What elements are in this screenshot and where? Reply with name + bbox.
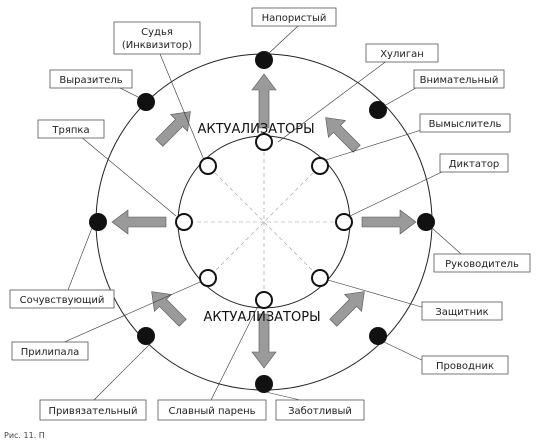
- inner-node-bottom-left: [199, 269, 217, 287]
- label-box: [421, 301, 503, 321]
- outer-node-top-right: [369, 101, 387, 119]
- label-box: [49, 69, 133, 89]
- label-box: [37, 119, 105, 139]
- label-text: Заботливый: [288, 406, 352, 417]
- label-text: Славный парень: [168, 406, 255, 417]
- label-text: Диктатор: [449, 159, 500, 170]
- inner-node-top: [255, 133, 273, 151]
- outer-node-bottom-left: [137, 327, 155, 345]
- label-provodnik: Проводник: [421, 355, 509, 375]
- label-sochuvstvuyushchy: Сочувствующий: [9, 289, 115, 309]
- outer-nodes: [89, 51, 435, 393]
- inner-nodes: [175, 133, 353, 309]
- label-zashchitnik: Защитник: [421, 301, 503, 321]
- inner-node-top-left: [199, 157, 217, 175]
- label-prilipala: Прилипала: [11, 341, 89, 361]
- label-text: Прилипала: [21, 347, 79, 358]
- label-box: [157, 399, 267, 421]
- dashed-axes: [190, 152, 338, 292]
- inner-node-bottom: [255, 291, 273, 309]
- arrow-right: [361, 209, 417, 235]
- inner-node-right: [335, 213, 353, 231]
- label-slavny-paren: Славный парень: [157, 399, 267, 421]
- label-vyrazitel: Выразитель: [49, 69, 133, 89]
- label-text: Привязательный: [49, 406, 138, 417]
- label-zabotlivy: Заботливый: [275, 399, 365, 421]
- label-box: [365, 43, 439, 63]
- figure-caption: Рис. 11. П: [4, 431, 45, 440]
- arrow-down: [251, 313, 277, 369]
- label-text: Вымыслитель: [429, 119, 502, 130]
- outer-node-left: [89, 213, 107, 231]
- label-napористый: Напористый: [251, 7, 337, 27]
- label-text: Сочувствующий: [20, 295, 105, 306]
- label-box: [275, 399, 365, 421]
- arrow-left: [111, 209, 167, 235]
- label-box: [11, 341, 89, 361]
- label-diktator: Диктатор: [439, 153, 509, 173]
- label-text: Напористый: [262, 13, 327, 24]
- outer-node-top-left: [137, 93, 155, 111]
- label-text: Внимательный: [420, 75, 499, 86]
- label-vymyslitel: Вымыслитель: [419, 113, 511, 133]
- label-text: Тряпка: [51, 125, 89, 136]
- label-box: [251, 7, 337, 27]
- arrow-up: [251, 73, 277, 129]
- outer-node-bottom-right: [369, 327, 387, 345]
- label-text: Проводник: [436, 361, 494, 372]
- label-text: Судья: [141, 27, 173, 38]
- label-box: [39, 399, 147, 421]
- arrow-up-left: [155, 111, 191, 147]
- inner-node-bottom-right: [311, 269, 329, 287]
- label-tryapka: Тряпка: [37, 119, 105, 139]
- label-box: [421, 355, 509, 375]
- inner-node-top-right: [311, 157, 329, 175]
- arrow-up-right: [325, 117, 361, 153]
- label-subtext: (Инквизитор): [122, 40, 192, 51]
- label-hulиган: Хулиган: [365, 43, 439, 63]
- label-box: [113, 21, 201, 55]
- arrow-down-right: [329, 291, 365, 327]
- label-box: [433, 253, 531, 273]
- label-box: [439, 153, 509, 173]
- label-vnimatelny: Внимательный: [413, 69, 505, 89]
- outer-node-bottom: [255, 375, 273, 393]
- inner-node-left: [175, 213, 193, 231]
- label-text: Руководитель: [445, 259, 519, 270]
- label-box: [419, 113, 511, 133]
- label-sudya: Судья (Инквизитор): [113, 21, 201, 55]
- label-box: [9, 289, 115, 309]
- label-box: [413, 69, 505, 89]
- direction-arrows: [111, 73, 417, 369]
- label-text: Хулиган: [380, 49, 424, 60]
- actualizers-title-bottom: АКТУАЛИЗАТОРЫ: [203, 310, 320, 325]
- label-text: Выразитель: [59, 75, 122, 86]
- actualizers-title-top: АКТУАЛИЗАТОРЫ: [197, 122, 314, 137]
- outer-node-top: [255, 51, 273, 69]
- label-rukovoditel: Руководитель: [433, 253, 531, 273]
- label-privyazatelny: Привязательный: [39, 399, 147, 421]
- arrow-down-left: [151, 291, 187, 327]
- outer-node-right: [417, 213, 435, 231]
- leader-lines: [59, 25, 471, 403]
- label-text: Защитник: [435, 307, 488, 318]
